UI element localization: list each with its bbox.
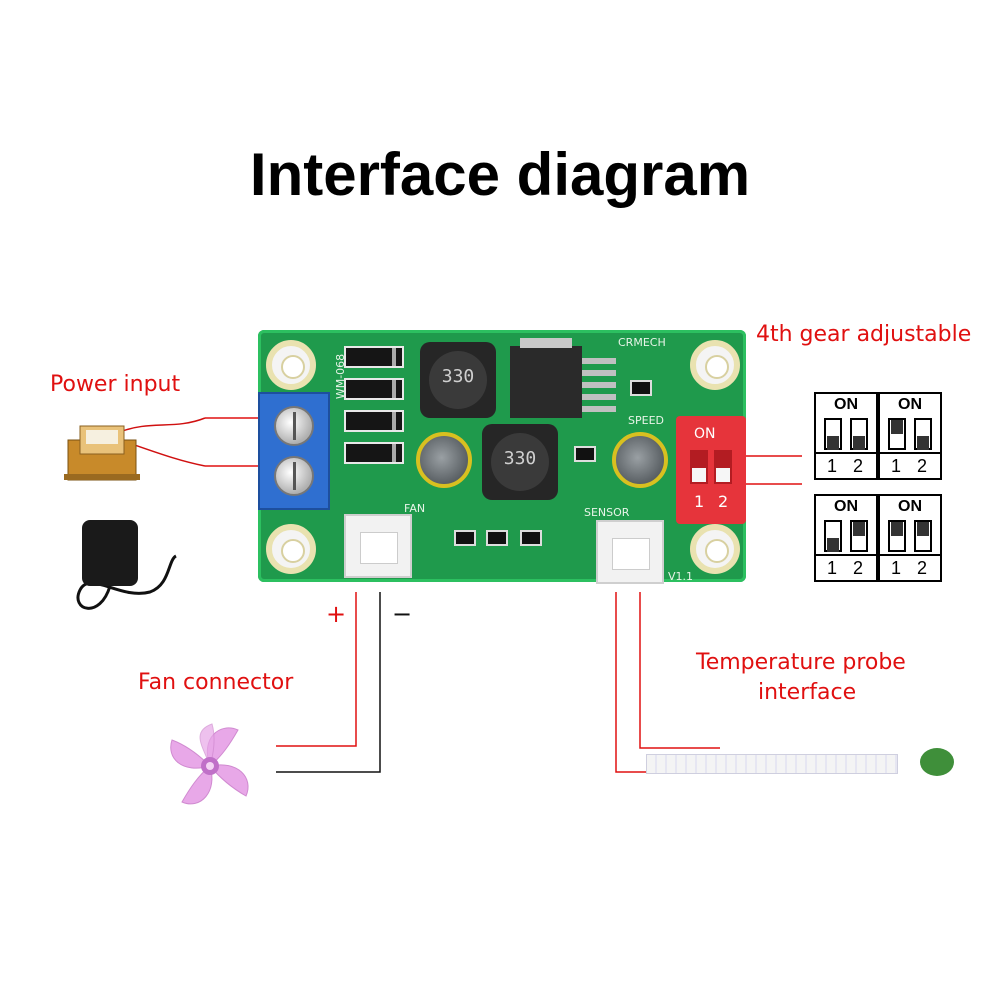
smd-chip	[574, 446, 596, 462]
diode-2	[344, 378, 404, 400]
gear-switch-2: ON 1 2	[878, 392, 942, 480]
minus-sign: −	[392, 600, 413, 628]
inductor-1: 330	[420, 342, 496, 418]
board-brand-silk: CRMECH	[618, 336, 666, 349]
thermistor-icon	[920, 748, 954, 776]
board-dip-switch[interactable]: ON 1 2	[676, 416, 746, 524]
gear-switch-3: ON 1 2	[814, 494, 878, 582]
mounting-hole-top-left	[266, 340, 316, 390]
mounting-hole-bottom-right	[690, 524, 740, 574]
gear-switch-1: ON 1 2	[814, 392, 878, 480]
mounting-hole-top-right	[690, 340, 740, 390]
page-title: Interface diagram	[249, 141, 751, 208]
fan-connector-label: Fan connector	[138, 670, 294, 695]
speed-silk: SPEED	[628, 414, 664, 427]
temperature-probe-cable	[646, 754, 898, 774]
voltage-regulator	[510, 338, 582, 418]
fan-wire-black	[276, 592, 381, 773]
diode-3	[344, 410, 404, 432]
capacitor-2	[612, 432, 668, 488]
sensor-connector-socket	[596, 520, 664, 584]
probe-label-line1: Temperature probe	[696, 650, 906, 675]
sensor-silk: SENSOR	[584, 506, 630, 519]
transistor-1	[454, 530, 476, 546]
diode-1	[344, 346, 404, 368]
capacitor-1	[416, 432, 472, 488]
probe-wire-red-2	[639, 592, 720, 749]
diode-4	[344, 442, 404, 464]
transistor-2	[486, 530, 508, 546]
regulator-pins	[582, 358, 616, 414]
probe-wire-red	[615, 592, 720, 773]
gear-switch-4: ON 1 2	[878, 494, 942, 582]
transistor-3	[520, 530, 542, 546]
power-adapter-icon	[82, 520, 138, 586]
fan-connector-socket	[344, 514, 412, 578]
fan-wire-red	[276, 592, 357, 747]
power-terminal-block	[258, 392, 330, 510]
board-model-silk: WM-068	[334, 353, 348, 400]
gear-adjustable-label: 4th gear adjustable	[756, 322, 972, 347]
terminal-screw-1	[274, 406, 314, 446]
terminal-screw-2	[274, 456, 314, 496]
probe-label-line2: interface	[758, 680, 857, 705]
resistor-1	[630, 380, 652, 396]
version-silk: V1.1	[668, 570, 694, 583]
mounting-hole-bottom-left	[266, 524, 316, 574]
power-input-label: Power input	[50, 372, 181, 397]
plus-sign: +	[326, 600, 347, 628]
fan-silk: FAN	[404, 502, 426, 515]
transformer-icon	[64, 418, 140, 484]
inductor-2: 330	[482, 424, 558, 500]
fan-icon	[160, 718, 260, 814]
